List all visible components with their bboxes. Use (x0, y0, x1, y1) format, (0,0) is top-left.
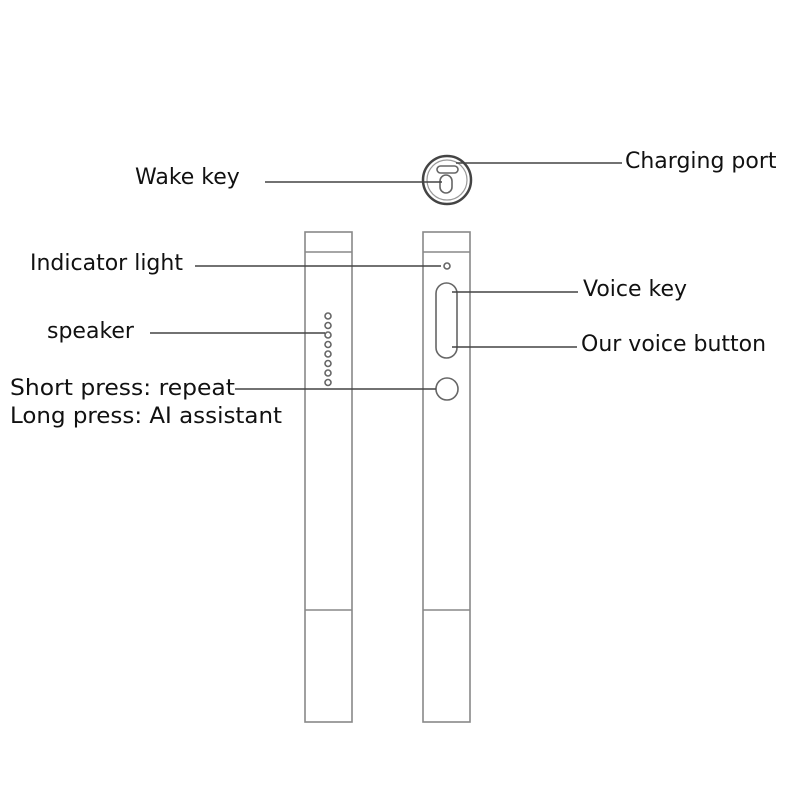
charging-port (436, 165, 459, 174)
label-our-voice-button: Our voice button (581, 332, 766, 357)
label-long-press: Long press: AI assistant (10, 404, 282, 429)
label-short-press: Short press: repeat (10, 376, 235, 401)
pen-left (304, 231, 353, 723)
label-wake-key: Wake key (135, 165, 240, 190)
speaker-holes (324, 312, 332, 387)
wake-key (439, 174, 453, 194)
voice-key (435, 282, 458, 359)
indicator-light (443, 262, 451, 270)
pen-top-end (421, 154, 473, 206)
assistant-button (435, 377, 459, 401)
label-voice-key: Voice key (583, 277, 687, 302)
label-charging-port: Charging port (625, 149, 777, 174)
pen-right (422, 231, 471, 723)
label-speaker: speaker (47, 319, 135, 344)
label-indicator-light: Indicator light (30, 251, 183, 276)
